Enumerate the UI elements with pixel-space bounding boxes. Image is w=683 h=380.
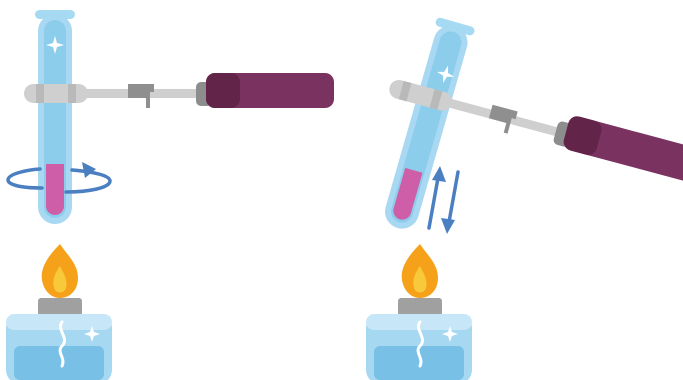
flame-inner (53, 266, 67, 293)
right-panel (366, 17, 683, 380)
arrow-up-head (432, 166, 446, 182)
alcohol-burner-icon (366, 298, 472, 380)
holder-clamp (24, 84, 88, 103)
left-panel (6, 10, 334, 380)
burner-liquid (14, 346, 104, 380)
test-tube-holder-icon (389, 79, 683, 183)
rotation-arrowhead (82, 162, 96, 178)
holder-clamp-shade-2 (68, 84, 76, 103)
rotation-arrow-back (6, 167, 44, 190)
tube-rim (35, 10, 75, 19)
sparkle-icon (442, 326, 458, 342)
holder-spring-clip (488, 104, 518, 134)
sparkle-icon (84, 326, 100, 342)
test-tube-icon (35, 10, 75, 224)
holder-handle-grip (563, 116, 602, 155)
flame-icon (41, 244, 78, 298)
tube-rim (435, 17, 475, 36)
test-tube-holder-icon (24, 73, 334, 108)
burner-wick (416, 320, 425, 368)
up-down-arrows-icon (427, 166, 460, 234)
tube-liquid (393, 167, 423, 220)
flame-icon (401, 244, 438, 298)
holder-clamp-shade (36, 84, 44, 103)
holder-clamp-shade (398, 80, 412, 102)
holder-clamp-shade-2 (429, 89, 443, 110)
rotation-arrow-icon (6, 162, 112, 194)
flame-inner (413, 266, 427, 293)
burner-liquid (374, 346, 464, 380)
arrow-down-head (441, 218, 455, 234)
arrow-down-shaft (447, 170, 460, 224)
arrow-up-shaft (427, 176, 440, 230)
tube-liquid (46, 164, 64, 215)
burner-wick (58, 320, 67, 368)
test-tube-icon (385, 17, 475, 229)
sparkle-icon (436, 65, 455, 83)
holder-spring-clip (128, 84, 154, 108)
burner-wick-holder (38, 298, 82, 316)
burner-shoulder (6, 314, 112, 330)
alcohol-burner-icon (6, 298, 112, 380)
holder-handle-grip (206, 73, 240, 108)
sparkle-icon (46, 36, 64, 54)
burner-wick-holder (398, 298, 442, 316)
